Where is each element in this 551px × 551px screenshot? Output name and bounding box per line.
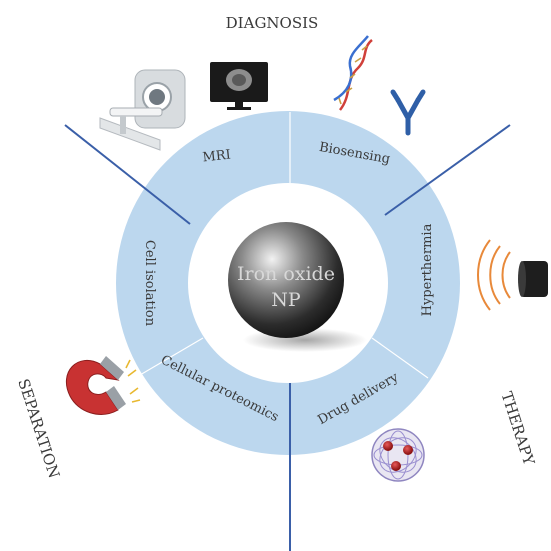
- iron-oxide-sphere: [228, 222, 344, 338]
- segment-hyperthermia: Hyperthermia: [420, 223, 435, 316]
- antibody-icon: [390, 89, 426, 136]
- category-therapy: THERAPY: [497, 389, 538, 468]
- monitor-brain-icon: [210, 62, 268, 110]
- separator-proteomics-isolation: [139, 337, 204, 376]
- category-separation: SEPARATION: [14, 376, 63, 480]
- segment-cell-isolation: Cell isolation: [142, 240, 157, 327]
- divider-diagnosis-separation: [64, 124, 191, 225]
- nanoparticle-drug-icon: [371, 428, 425, 482]
- category-diagnosis: DIAGNOSIS: [226, 14, 319, 32]
- magnet-icon: [65, 356, 141, 415]
- divider-lines: [64, 124, 511, 551]
- segment-mri: MRI: [202, 148, 232, 166]
- center-label-line2: NP: [271, 289, 301, 311]
- segment-separators: [139, 112, 429, 379]
- center-label-line1: Iron oxide: [237, 263, 335, 285]
- divider-diagnosis-therapy: [384, 124, 511, 216]
- magnetic-field-waves-icon: [477, 239, 548, 311]
- dna-icon: [333, 35, 373, 111]
- mri-scanner-icon: [99, 69, 186, 151]
- separator-hyperthermia-drug: [371, 337, 429, 379]
